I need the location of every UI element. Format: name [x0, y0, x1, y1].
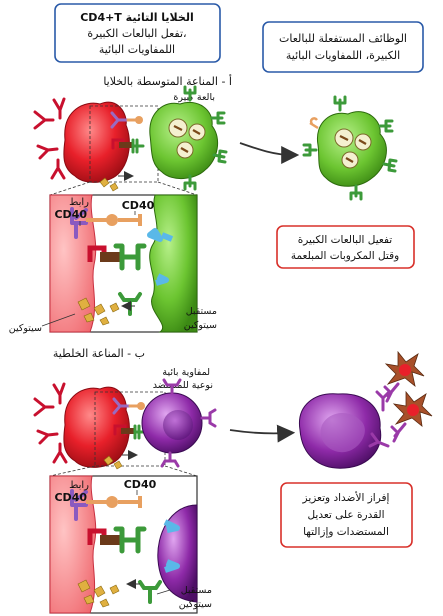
ligand-label-b-line-2: CD40: [54, 491, 87, 504]
result-b-line-1: إفراز الأضداد وتعزيز: [302, 491, 390, 504]
plasma-cell: [298, 393, 382, 469]
panel-b-title: ب - المناعة الخلطية: [53, 347, 145, 360]
ligand-label-b-line-1: رابط: [69, 480, 89, 491]
header-right-line-2: الكبيرة، اللمفاويات البائية: [286, 49, 400, 62]
antibody-antigen-2: [390, 390, 433, 443]
header-left-box: CD4+T الخلايا التائية تفعل البالعات الكب…: [54, 3, 221, 63]
result-b-line-3: المستضدات وإزالتها: [303, 526, 389, 538]
panel-a-arrow: [239, 142, 300, 164]
antibody-antigen-1: [383, 350, 425, 403]
zoom-inset-a: [49, 194, 198, 333]
interface-molecules-a: [110, 111, 145, 154]
receptor-label-b-line-2: سيتوكين: [179, 599, 212, 610]
bcell-label-line-2: نوعية للمستضد: [153, 380, 213, 391]
panel-a-title: أ - المناعة المتوسطة بالخلايا: [103, 74, 232, 88]
t-cell-receptors-a: [33, 97, 66, 180]
result-a-line-1: تفعيل البالعات الكبيرة: [298, 234, 393, 246]
receptor-label-a-line-1: مستقبل: [186, 306, 217, 317]
interface-molecules-b: [112, 397, 147, 440]
macrophage-ligand-icon: [309, 117, 319, 130]
result-box-a: تفعيل البالعات الكبيرة وقتل المكروبات ال…: [276, 225, 415, 269]
result-b-line-2: القدرة على تعديل: [307, 509, 384, 521]
header-right-box: الوظائف المستفعلة للبالعات الكبيرة، اللم…: [262, 21, 424, 73]
cytokine-leader-a: [41, 313, 76, 327]
t-cell-receptors-b: [33, 382, 68, 464]
zoom-inset-b: [49, 475, 198, 614]
macrophage-a: [149, 102, 219, 179]
cd40-label-b: CD40: [124, 478, 157, 491]
header-right-line-1: الوظائف المستفعلة للبالعات: [279, 32, 407, 45]
free-antibodies: [368, 390, 391, 448]
header-left-line-3: اللمفاويات البائية: [99, 43, 175, 56]
ligand-label-a-line-2: CD40: [54, 208, 87, 221]
activated-macrophage: [316, 111, 387, 187]
cytokines-a-small: [99, 177, 119, 192]
b-cell: [141, 392, 203, 454]
macrophage-receptors-a: [183, 85, 228, 191]
cytokine-label-a: سيتوكين: [9, 323, 42, 334]
receptor-label-b-line-1: مستقبل: [181, 585, 212, 596]
macrophage-label: بالعة كبيرة: [173, 92, 215, 103]
activated-macrophage-receptors: [302, 95, 398, 201]
bcell-label-line-1: لمفاوية بائية: [162, 367, 210, 378]
header-left-line-1: CD4+T الخلايا التائية: [80, 11, 194, 24]
cd40-label-a: CD40: [122, 199, 155, 212]
receptor-leader-b: [156, 589, 171, 595]
result-a-line-2: وقتل المكروبات المبلعمة: [291, 250, 399, 262]
cytokines-b-small: [103, 455, 123, 470]
receptor-label-a-line-2: سيتوكين: [184, 320, 217, 331]
ligand-label-a-line-1: رابط: [69, 197, 89, 208]
header-left-line-2: تفعل البالعات الكبيرة،: [87, 27, 186, 40]
b-cell-receptors: [160, 378, 217, 468]
panel-b-arrow: [229, 424, 296, 443]
result-box-b: إفراز الأضداد وتعزيز القدرة على تعديل ال…: [280, 482, 413, 548]
